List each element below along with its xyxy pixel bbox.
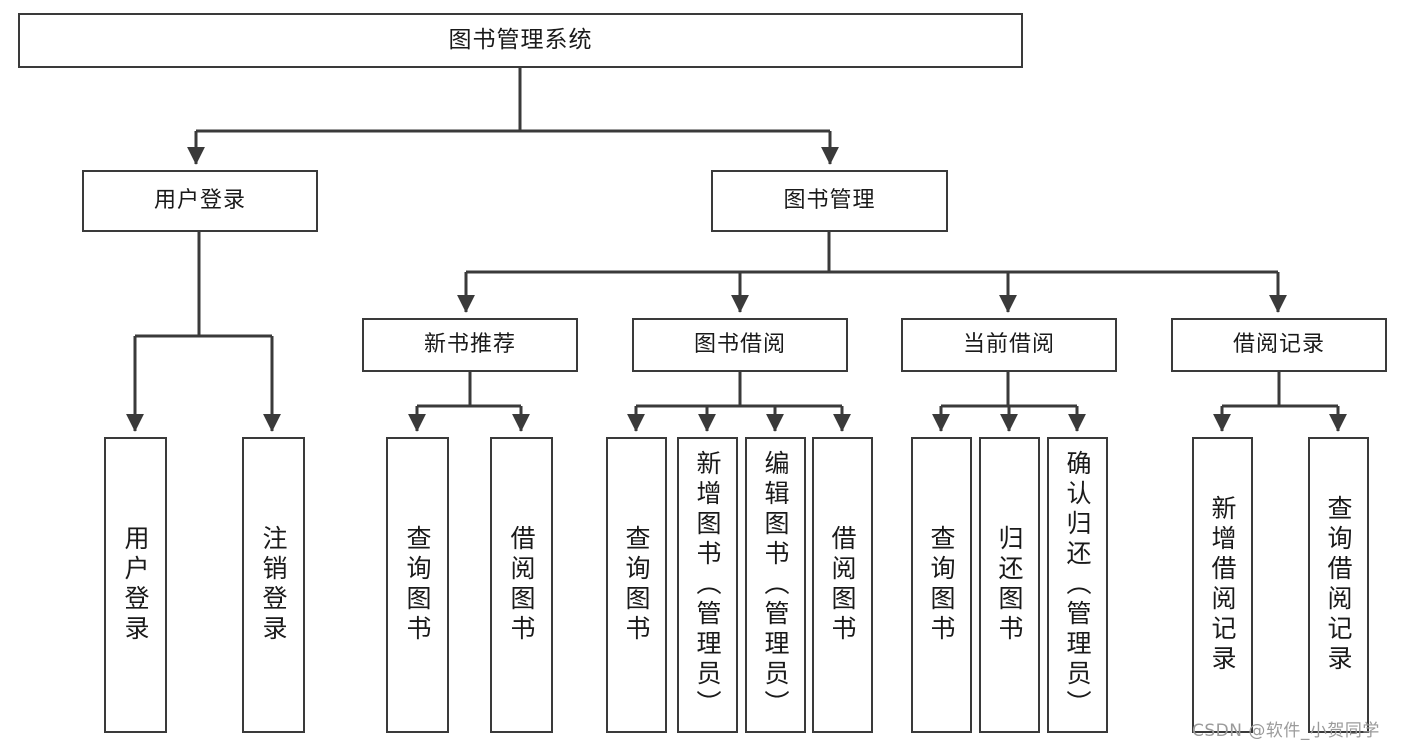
node-label: 借阅图书 <box>828 525 857 645</box>
node-leaf-add-borrow-record[interactable]: 新增借阅记录 <box>1192 437 1253 733</box>
node-label: 图书借阅 <box>693 332 786 358</box>
node-book-management[interactable]: 图书管理 <box>711 170 948 232</box>
node-borrow-record[interactable]: 借阅记录 <box>1171 318 1387 372</box>
node-current-borrow[interactable]: 当前借阅 <box>901 318 1117 372</box>
node-leaf-query-book-current[interactable]: 查询图书 <box>911 437 972 733</box>
node-leaf-query-book-borrow[interactable]: 查询图书 <box>606 437 667 733</box>
node-label: 借阅图书 <box>507 525 536 645</box>
node-label: 注销登录 <box>259 525 288 645</box>
node-label: 图书管理系统 <box>448 26 593 53</box>
node-label: 用户登录 <box>153 188 246 214</box>
node-leaf-logout-login[interactable]: 注销登录 <box>242 437 305 733</box>
node-leaf-confirm-return[interactable]: 确认归还（管理员） <box>1047 437 1108 733</box>
node-label: 查询图书 <box>622 525 651 645</box>
node-label: 查询图书 <box>403 525 432 645</box>
node-label: 借阅记录 <box>1232 332 1325 358</box>
node-label: 归还图书 <box>995 525 1024 645</box>
node-leaf-query-book-recommend[interactable]: 查询图书 <box>386 437 449 733</box>
node-leaf-borrow-book-recommend[interactable]: 借阅图书 <box>490 437 553 733</box>
node-leaf-return-book[interactable]: 归还图书 <box>979 437 1040 733</box>
node-label: 查询图书 <box>927 525 956 645</box>
node-label: 新增借阅记录 <box>1208 495 1237 675</box>
node-user-login[interactable]: 用户登录 <box>82 170 318 232</box>
node-label: 确认归还（管理员） <box>1063 450 1092 720</box>
csdn-watermark: CSDN @软件_小贺同学 <box>1192 721 1380 741</box>
node-root-book-management-system[interactable]: 图书管理系统 <box>18 13 1023 68</box>
node-leaf-borrow-book[interactable]: 借阅图书 <box>812 437 873 733</box>
node-label: 用户登录 <box>121 525 150 645</box>
node-leaf-add-book[interactable]: 新增图书（管理员） <box>677 437 738 733</box>
node-label: 新增图书（管理员） <box>693 450 722 720</box>
node-label: 新书推荐 <box>423 332 516 358</box>
node-leaf-edit-book[interactable]: 编辑图书（管理员） <box>745 437 806 733</box>
node-label: 查询借阅记录 <box>1324 495 1353 675</box>
node-label: 编辑图书（管理员） <box>761 450 790 720</box>
node-label: 当前借阅 <box>962 332 1055 358</box>
node-leaf-query-borrow-record[interactable]: 查询借阅记录 <box>1308 437 1369 733</box>
node-label: 图书管理 <box>783 188 876 214</box>
node-leaf-user-login[interactable]: 用户登录 <box>104 437 167 733</box>
node-new-book-recommend[interactable]: 新书推荐 <box>362 318 578 372</box>
node-book-borrow[interactable]: 图书借阅 <box>632 318 848 372</box>
